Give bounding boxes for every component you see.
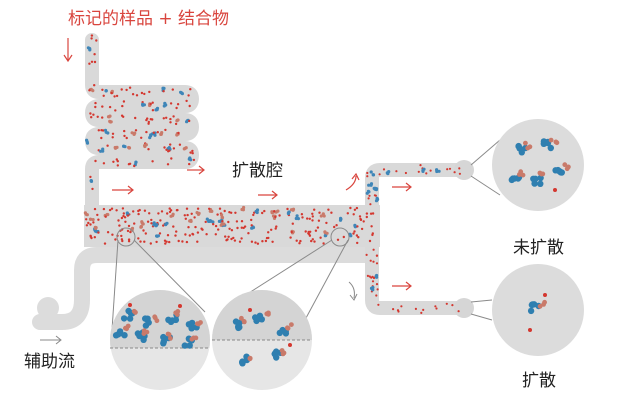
magnifier-lines (111, 139, 501, 331)
magnifier-left (110, 290, 210, 390)
magnifier-diffused (492, 264, 584, 356)
diffused-label: 扩散 (522, 371, 556, 391)
sheath-channel (32, 247, 378, 330)
serpentine-channel (85, 33, 199, 217)
outlet-channels (365, 160, 474, 318)
sheath-flow-label: 辅助流 (24, 352, 75, 372)
particles-layer (83, 34, 461, 314)
diffusion-chamber-label: 扩散腔 (232, 161, 283, 181)
undiffused-label: 未扩散 (513, 238, 564, 258)
magnifier-middle (212, 290, 312, 390)
magnifier-undiffused (492, 119, 584, 211)
sheath-arrow (40, 281, 358, 345)
sample-inlet-label: 标记的样品 + 结合物 (68, 9, 230, 29)
flow-arrows (63, 38, 412, 291)
